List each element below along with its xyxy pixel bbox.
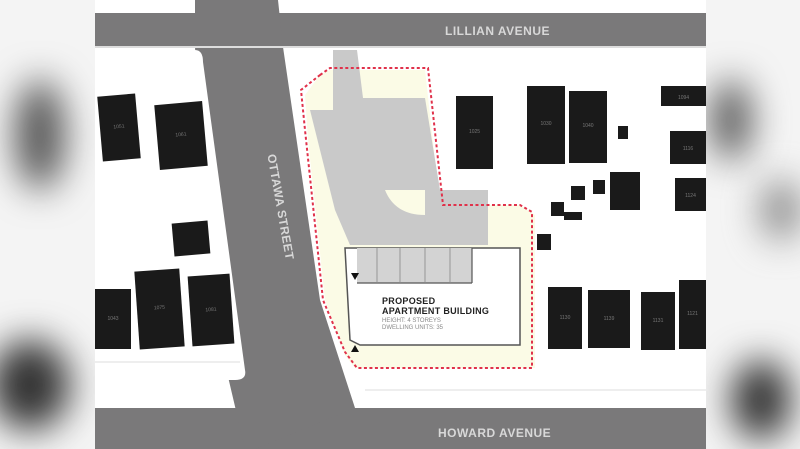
outbuilding (171, 220, 211, 257)
house: 1116 (670, 131, 706, 164)
street-label-lillian: LILLIAN AVENUE (445, 24, 550, 38)
entrance-arrow-icon (351, 273, 359, 280)
shed (564, 212, 582, 220)
parking-paving (310, 50, 488, 245)
property-boundary (299, 67, 533, 369)
house: 1081 (187, 273, 235, 347)
house: 1040 (569, 91, 607, 163)
howard-avenue-road (95, 408, 706, 449)
site-subtitle: HEIGHT: 4 STOREYS DWELLING UNITS: 35 (382, 318, 443, 332)
blur-shape (15, 80, 65, 190)
house: 1094 (661, 86, 706, 106)
blurred-left-margin (0, 0, 95, 449)
shed (551, 202, 564, 216)
house: 1030 (527, 86, 565, 164)
entrance-arrow-icon (351, 345, 359, 352)
site-plan-map: LILLIAN AVENUE HOWARD AVENUE OTTAWA STRE… (95, 0, 706, 449)
blur-shape (731, 360, 791, 440)
house: 1061 (154, 101, 208, 170)
house: 1043 (95, 289, 131, 349)
house: 1124 (675, 178, 706, 211)
blur-shape (0, 340, 70, 430)
house: 1131 (641, 292, 675, 350)
house: 1025 (456, 96, 493, 169)
shed (537, 234, 551, 250)
shed (618, 126, 628, 139)
house: 1075 (134, 268, 185, 350)
house: 1139 (588, 290, 630, 348)
site-title-line1: PROPOSED (382, 296, 436, 306)
site-height-text: HEIGHT: 4 STOREYS (382, 318, 441, 324)
blurred-right-margin (706, 0, 800, 449)
site-units-text: DWELLING UNITS: 35 (382, 325, 444, 331)
blur-shape (711, 80, 751, 160)
shed (571, 186, 585, 200)
outbuilding (610, 172, 640, 210)
house: 1051 (97, 93, 141, 162)
shed (593, 180, 605, 194)
street-label-howard: HOWARD AVENUE (438, 426, 552, 440)
covered-parking (357, 248, 472, 283)
house: 1130 (548, 287, 582, 349)
blur-shape (761, 180, 800, 240)
lillian-avenue-road (95, 13, 706, 47)
site-title: PROPOSED APARTMENT BUILDING (382, 296, 489, 316)
site-title-line2: APARTMENT BUILDING (382, 306, 490, 316)
house: 1121 (679, 280, 706, 349)
